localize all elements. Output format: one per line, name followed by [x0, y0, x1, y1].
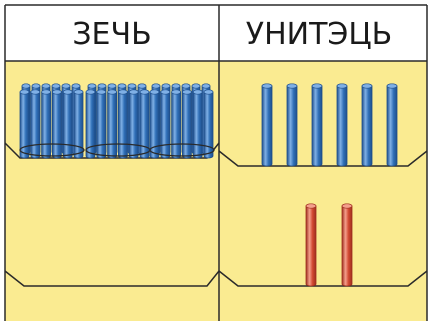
bundle-tie-band — [149, 143, 215, 157]
bundled-rod — [41, 89, 51, 159]
bundled-rod — [30, 89, 41, 159]
separate-blue-rod — [261, 83, 273, 167]
bundled-rod — [107, 89, 117, 159]
bundled-rod — [149, 89, 160, 159]
right-header-label: УНИТЭЦЬ — [246, 17, 392, 52]
bundled-rod — [52, 89, 62, 159]
bundled-rod — [85, 89, 96, 159]
separate-blue-rod — [286, 83, 298, 167]
bundle-tie-band — [19, 143, 85, 157]
separate-blue-rod — [386, 83, 398, 167]
header-row — [5, 5, 427, 61]
bundled-rod — [192, 89, 203, 159]
bundled-rod — [203, 89, 214, 159]
left-lower-tray — [4, 270, 220, 287]
rods-layer — [19, 83, 398, 287]
bundled-rod — [96, 89, 107, 159]
bundled-rod — [160, 89, 171, 159]
bundled-rod — [73, 89, 84, 159]
separate-blue-rod — [311, 83, 323, 167]
bundled-rod — [139, 89, 150, 159]
separate-blue-rod — [361, 83, 373, 167]
left-header-label: ЗЕЧЬ — [72, 17, 151, 52]
right-lower-tray — [218, 270, 428, 287]
right-upper-tray — [218, 150, 428, 167]
bundled-rod — [118, 89, 128, 159]
separate-blue-rod — [336, 83, 348, 167]
separate-red-rod — [305, 203, 317, 287]
bundled-rod — [171, 89, 182, 159]
bundled-rod — [62, 89, 73, 159]
bundled-rod — [128, 89, 139, 159]
bundled-rod — [19, 89, 30, 159]
bundled-rod — [181, 89, 192, 159]
separate-red-rod — [341, 203, 353, 287]
